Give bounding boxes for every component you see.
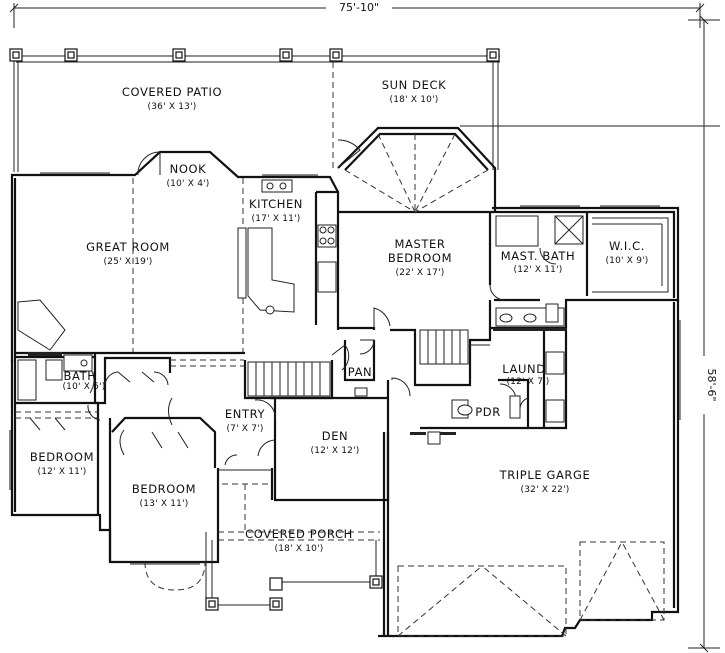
doors	[29, 139, 557, 466]
bedroom-left-name: BEDROOM	[30, 450, 94, 464]
fixtures	[17, 179, 669, 445]
powder-room-name: PDR	[475, 405, 501, 419]
room-labels: COVERED PATIO (36' X 13') SUN DECK (18' …	[30, 78, 648, 554]
entry-name: ENTRY	[225, 407, 266, 421]
windows	[9, 172, 681, 565]
nook-size: (10' X 4')	[166, 179, 209, 189]
nook-name: NOOK	[170, 162, 207, 176]
entry-size: (7' X 7')	[226, 424, 263, 434]
master-bedroom-size: (22' X 17')	[396, 268, 445, 278]
master-bedroom-name-2: BEDROOM	[388, 251, 452, 265]
stairs	[247, 329, 490, 397]
wic-name: W.I.C.	[609, 239, 645, 253]
sun-deck-name: SUN DECK	[382, 78, 446, 92]
covered-patio-name: COVERED PATIO	[122, 85, 222, 99]
den-size: (12' X 12')	[311, 446, 360, 456]
porch-posts	[205, 575, 383, 611]
covered-porch-size: (18' X 10')	[275, 544, 324, 554]
triple-garage-name: TRIPLE GARGE	[499, 468, 591, 482]
overall-depth-label: 58'-6"	[705, 368, 718, 401]
laundry-size: (12' X 7')	[506, 377, 549, 387]
covered-porch-name: COVERED PORCH	[245, 527, 353, 541]
bedroom-left-size: (12' X 11')	[38, 467, 87, 477]
sun-deck-size: (18' X 10')	[390, 95, 439, 105]
covered-patio-size: (36' X 13')	[148, 102, 197, 112]
great-room-size: (25' X 19')	[104, 257, 153, 267]
mast-bath-name: MAST. BATH	[501, 249, 576, 263]
great-room-name: GREAT ROOM	[86, 240, 170, 254]
master-bedroom-name: MASTER	[395, 237, 446, 251]
laundry-name: LAUND	[502, 362, 545, 376]
kitchen-size: (17' X 11')	[252, 214, 301, 224]
pantry-name: PAN	[348, 365, 372, 379]
bedroom-mid-name: BEDROOM	[132, 482, 196, 496]
kitchen-name: KITCHEN	[249, 197, 303, 211]
den-name: DEN	[322, 429, 349, 443]
mast-bath-size: (12' X 11')	[514, 265, 563, 275]
bath-name: BATH	[64, 369, 97, 383]
triple-garage-size: (32' X 22')	[521, 485, 570, 495]
patio-posts	[9, 48, 500, 62]
exterior-walls	[10, 126, 680, 638]
bath-size: (10' X 5')	[62, 382, 105, 392]
patio-outline	[13, 55, 500, 172]
overall-width-label: 75'-10"	[339, 1, 379, 14]
bedroom-mid-size: (13' X 11')	[140, 499, 189, 509]
dashed-lines	[15, 133, 665, 637]
wic-size: (10' X 9')	[605, 256, 648, 266]
